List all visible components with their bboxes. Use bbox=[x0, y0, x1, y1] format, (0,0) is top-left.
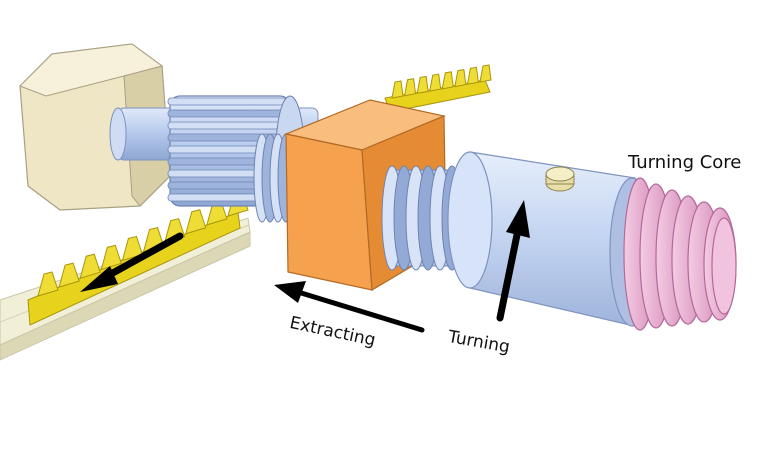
turning-cylinder bbox=[447, 151, 655, 327]
threaded-core-icon bbox=[623, 177, 737, 331]
gear-rack-upper bbox=[384, 64, 492, 113]
turning-arrow bbox=[496, 200, 530, 322]
rack-direction-arrow bbox=[80, 232, 184, 292]
turning-core-label: Turning Core bbox=[628, 152, 742, 173]
extracting-arrow bbox=[274, 281, 425, 333]
